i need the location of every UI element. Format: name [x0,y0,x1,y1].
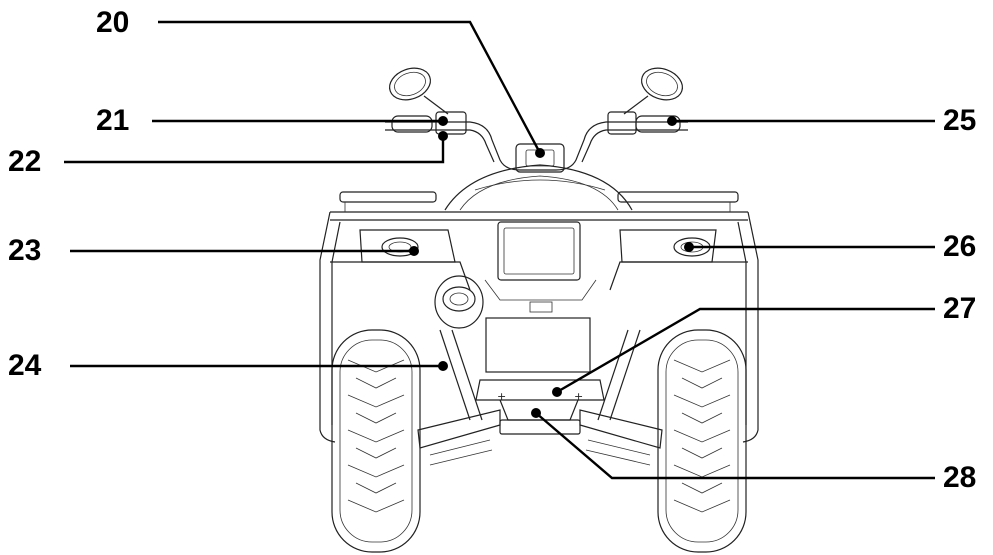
callout-22: 22 [8,145,42,178]
leader-27 [552,307,935,397]
callout-27: 27 [943,292,977,325]
callout-28: 28 [943,461,977,494]
callout-25: 25 [943,104,977,137]
rear-fairing [444,164,633,211]
callout-21: 21 [96,104,130,137]
rear-center-panel [484,221,597,373]
svg-text:+: + [497,390,506,403]
leader-28 [531,408,935,480]
atv-body: + + [319,67,759,553]
leader-26 [684,242,935,252]
callout-26: 26 [943,230,977,263]
callout-23: 23 [8,234,42,267]
callout-20: 20 [96,6,130,39]
hitch [434,275,484,329]
callout-24: 24 [8,349,42,382]
left-fender [319,211,471,443]
leader-24 [70,361,448,371]
handlebar [385,111,688,171]
left-mirror [389,67,449,115]
leader-20 [158,20,545,158]
leader-23 [70,246,419,256]
rear-rack [330,191,748,221]
rear-skid: + + [475,379,605,435]
leader-lines [64,20,935,480]
suspension [417,329,663,466]
left-tail-light [359,229,456,263]
left-rear-wheel [331,329,421,553]
svg-text:+: + [574,390,583,403]
right-mirror [623,67,683,115]
leader-25 [667,116,935,126]
right-rear-wheel [657,329,747,553]
leader-22 [64,131,448,164]
leader-21 [152,116,448,126]
